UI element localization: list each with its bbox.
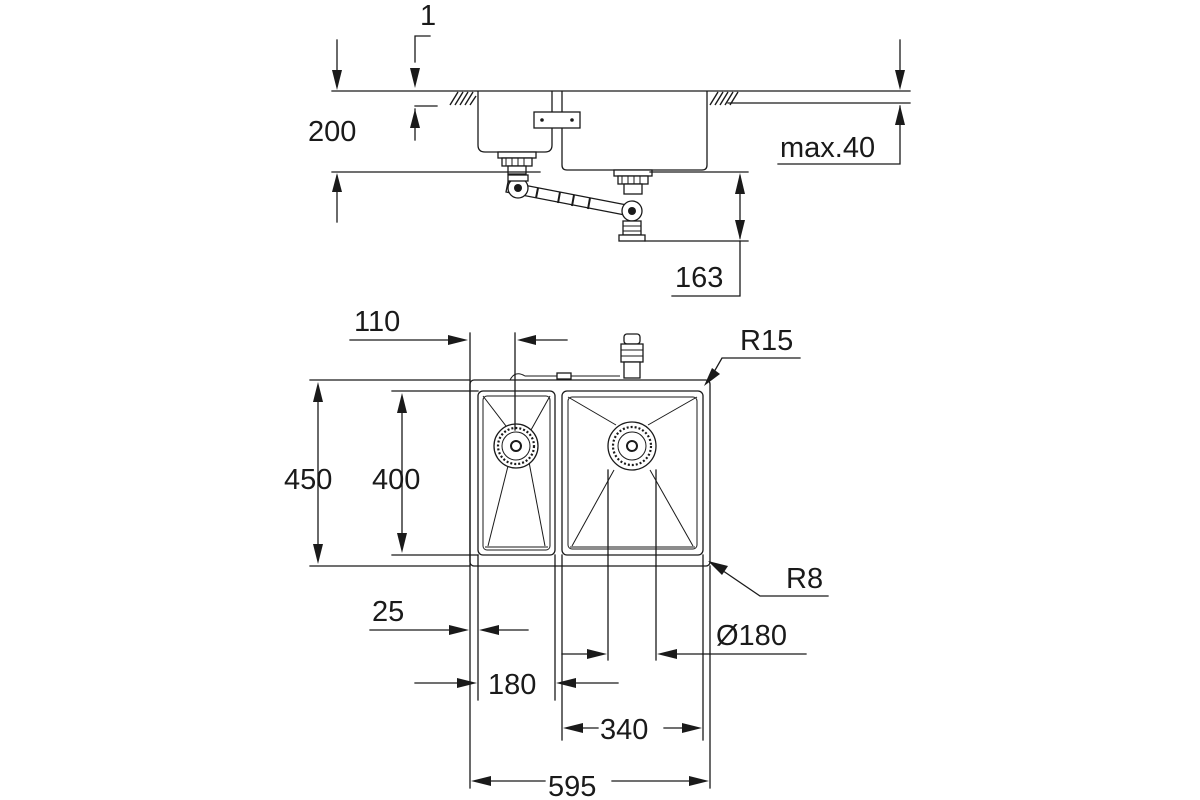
- drain-diameter-label: Ø180: [716, 620, 787, 652]
- small-bowl-outline: [477, 390, 556, 556]
- small-drain-fitting: [497, 151, 537, 175]
- rim-left-label: 25: [372, 596, 404, 628]
- inner-radius-label: R8: [786, 563, 823, 595]
- small-bowl-label: 180: [488, 669, 536, 701]
- r8-leader: [709, 561, 829, 597]
- inner-width-label: 400: [372, 464, 420, 496]
- overflow-pipe: [505, 174, 646, 242]
- overflow-plan: [509, 333, 644, 381]
- thickness-label: 1: [420, 0, 436, 32]
- divider-bracket: [533, 111, 581, 129]
- large-drain-plan: [607, 421, 657, 471]
- r15-leader: [709, 357, 801, 380]
- small-drain-plan: [493, 423, 539, 469]
- outer-width-label: 450: [284, 464, 332, 496]
- plan-view: 110 R15 450 400 R8 25: [284, 306, 829, 800]
- drain-offset-label: 110: [354, 306, 400, 338]
- large-bowl-profile: [561, 91, 708, 171]
- large-bowl-outline: [561, 390, 704, 556]
- depth-label: 200: [308, 116, 356, 148]
- overall-length-label: 595: [548, 771, 596, 800]
- right-clamp: [709, 91, 739, 106]
- large-bowl-label: 340: [600, 714, 648, 746]
- thickness-leader: [414, 35, 431, 63]
- drain-height-label: 163: [675, 262, 723, 294]
- outer-radius-label: R15: [740, 325, 793, 357]
- left-clamp: [449, 91, 477, 106]
- side-view: 1 200 max.40 163: [308, 0, 911, 297]
- large-drain-fitting: [613, 169, 653, 195]
- max-depth-label: max.40: [780, 132, 875, 164]
